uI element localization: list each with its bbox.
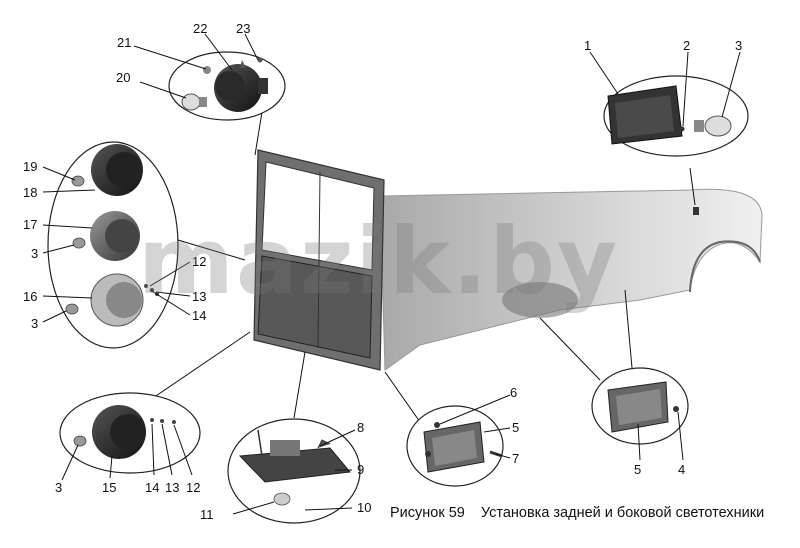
callout-3-column-a: 3 [31,246,38,261]
detail-side-repeater [603,75,749,157]
callout-7: 7 [512,451,519,466]
callout-leaders [42,33,741,515]
figure-caption: Рисунок 59 Установка задней и боковой све… [390,505,764,521]
callout-1: 1 [584,38,591,53]
callout-3-lower: 3 [55,480,62,495]
vehicle-body [253,149,763,371]
side-repeater-bulb [704,115,732,137]
callout-17: 17 [23,217,37,232]
plate-lamp-bulb [273,492,291,506]
callout-8: 8 [357,420,364,435]
callout-22: 22 [193,21,207,36]
callout-12-column: 12 [192,254,206,269]
callout-18: 18 [23,185,37,200]
detail-rear-lamp-column [47,141,179,349]
callout-6: 6 [510,385,517,400]
callout-2: 2 [683,38,690,53]
callout-9: 9 [357,462,364,477]
figure-title: Установка задней и боковой светотехники [480,505,765,521]
callout-10: 10 [357,500,371,515]
callout-23: 23 [236,21,250,36]
detail-side-marker-front [591,367,689,445]
callout-21: 21 [117,35,131,50]
callout-5: 5 [634,462,641,477]
callout-5-rear: 5 [512,420,519,435]
callout-4: 4 [678,462,685,477]
callout-14: 14 [145,480,159,495]
figure-number: Рисунок 59 [390,505,465,521]
callout-14-column: 14 [192,308,206,323]
connector-lines [149,111,696,423]
callout-13-column: 13 [192,289,206,304]
detail-side-marker-rear [406,405,504,487]
upper-lamp-bulb [181,93,201,111]
callout-12: 12 [186,480,200,495]
callout-13: 13 [165,480,179,495]
callout-16: 16 [23,289,37,304]
callout-15: 15 [102,480,116,495]
detail-plate-lamp [227,418,361,524]
callout-3-repeater: 3 [735,38,742,53]
callout-11: 11 [200,507,214,522]
callout-20: 20 [116,70,130,85]
callout-3-column-b: 3 [31,316,38,331]
detail-rear-upper-lamp [168,51,286,121]
detail-rear-lamp-lower [59,392,201,474]
callout-19: 19 [23,159,37,174]
watermark: mazik.by [138,208,619,315]
upper-lamp-screw [203,66,211,74]
callout-numbers: 21 20 22 23 19 18 17 3 16 3 12 13 14 3 1… [23,21,742,522]
